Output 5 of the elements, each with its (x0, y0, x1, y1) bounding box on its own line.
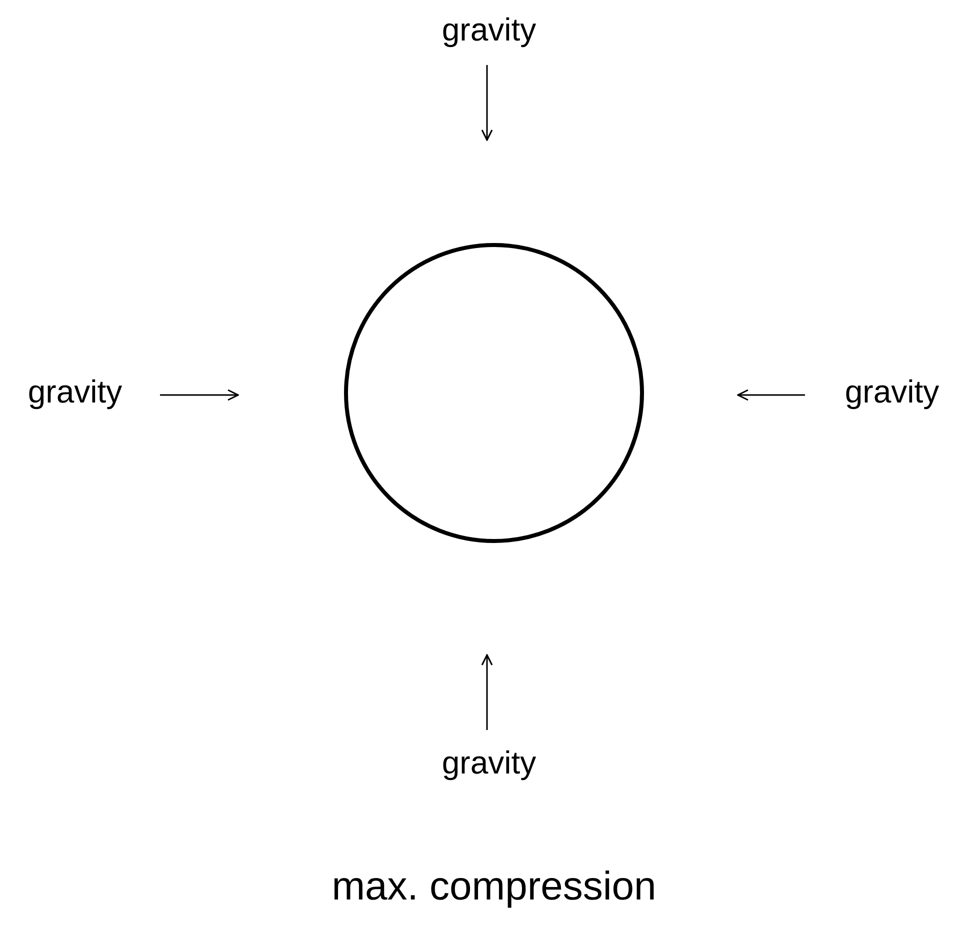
caption: max. compression (332, 864, 656, 910)
force-label: gravity (442, 744, 536, 782)
force-label: gravity (844, 374, 940, 410)
force-label: gravity (28, 374, 122, 410)
force-label: gravity (442, 12, 536, 48)
